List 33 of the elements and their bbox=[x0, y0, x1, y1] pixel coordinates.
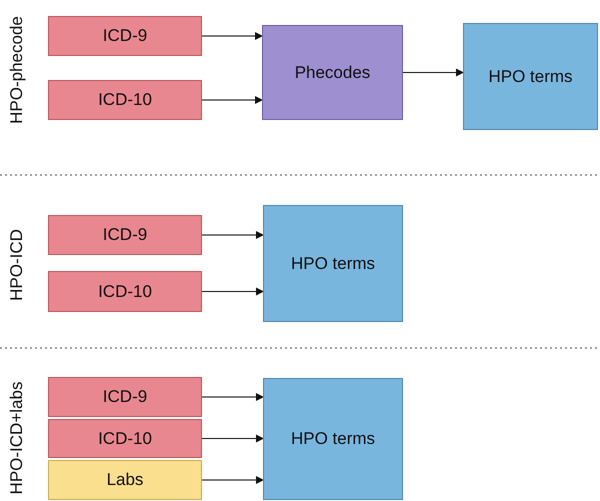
process-box bbox=[263, 378, 403, 500]
box-label: HPO terms bbox=[488, 66, 573, 86]
process-box bbox=[48, 271, 202, 312]
box-label: Labs bbox=[106, 470, 144, 490]
arrow bbox=[202, 476, 264, 484]
box-label: Phecodes bbox=[294, 62, 370, 82]
process-box bbox=[263, 205, 403, 322]
arrow bbox=[202, 32, 263, 40]
arrow bbox=[202, 96, 263, 104]
process-box bbox=[48, 419, 202, 458]
box-label: HPO terms bbox=[290, 429, 376, 449]
process-box bbox=[463, 23, 598, 130]
box-label: HPO terms bbox=[290, 254, 376, 274]
section-label: HPO-phecode bbox=[7, 16, 27, 124]
process-box bbox=[262, 25, 403, 120]
arrow bbox=[202, 288, 264, 296]
arrow bbox=[402, 68, 464, 76]
arrow bbox=[202, 231, 264, 239]
box-label: ICD-9 bbox=[102, 225, 148, 245]
box-label: ICD-9 bbox=[102, 387, 148, 407]
arrow bbox=[202, 434, 264, 442]
process-box bbox=[48, 460, 202, 500]
process-box bbox=[48, 16, 202, 56]
section-label: HPO-ICD+labs bbox=[7, 382, 27, 494]
box-label: ICD-9 bbox=[102, 26, 148, 46]
process-box bbox=[48, 80, 202, 120]
process-box bbox=[48, 215, 202, 255]
arrow bbox=[202, 393, 264, 401]
box-label: ICD-10 bbox=[98, 90, 152, 110]
box-label: ICD-10 bbox=[98, 428, 152, 448]
box-label: ICD-10 bbox=[98, 282, 152, 302]
section-label: HPO-ICD bbox=[7, 229, 27, 301]
process-box bbox=[48, 377, 202, 417]
